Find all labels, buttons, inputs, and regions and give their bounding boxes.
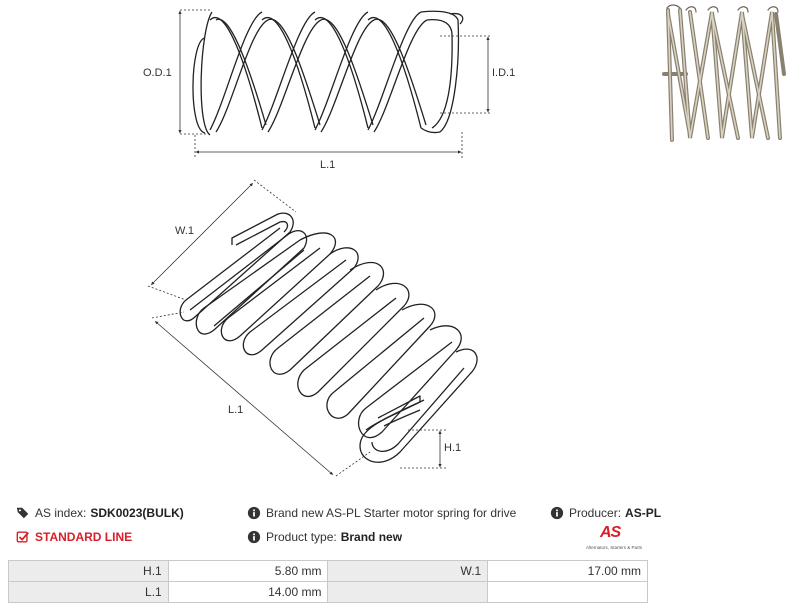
standard-line-text: STANDARD LINE bbox=[35, 530, 133, 544]
table-row: H.1 5.80 mm W.1 17.00 mm bbox=[8, 560, 648, 582]
description-text: Brand new AS-PL Starter motor spring for… bbox=[266, 506, 517, 520]
product-info: AS index: SDK0023(BULK) Brand new AS-PL … bbox=[0, 500, 800, 560]
param-key: H.1 bbox=[8, 560, 169, 582]
product-type-value: Brand new bbox=[340, 530, 403, 544]
id-label: I.D.1 bbox=[492, 67, 515, 79]
param-key: L.1 bbox=[8, 581, 169, 603]
spring-photo bbox=[662, 4, 786, 142]
iso-length-label: L.1 bbox=[228, 404, 243, 416]
description: Brand new AS-PL Starter motor spring for… bbox=[247, 506, 516, 520]
spring-diagram: O.D.1 I.D.1 L.1 bbox=[143, 4, 786, 477]
param-key: W.1 bbox=[327, 560, 489, 582]
producer-label: Producer: bbox=[569, 506, 622, 520]
iso-width-label: W.1 bbox=[175, 225, 194, 237]
iso-dimensions bbox=[147, 179, 446, 477]
producer: Producer: AS-PL bbox=[550, 506, 661, 520]
table-row: L.1 14.00 mm bbox=[8, 581, 648, 603]
logo-mark: AS bbox=[600, 524, 621, 541]
info-icon bbox=[247, 530, 261, 544]
iso-height-label: H.1 bbox=[444, 442, 461, 454]
product-type: Product type: Brand new bbox=[247, 530, 402, 544]
parameters-table: H.1 5.80 mm W.1 17.00 mm L.1 14.00 mm bbox=[8, 560, 648, 603]
param-key bbox=[327, 581, 489, 603]
tags-icon bbox=[16, 507, 29, 519]
spring-top-view bbox=[192, 10, 464, 136]
producer-value: AS-PL bbox=[625, 506, 662, 520]
as-index-value: SDK0023(BULK) bbox=[90, 506, 184, 520]
info-icon bbox=[247, 506, 261, 520]
param-value: 5.80 mm bbox=[167, 560, 329, 582]
param-value: 17.00 mm bbox=[487, 560, 648, 582]
od-label: O.D.1 bbox=[143, 67, 172, 79]
as-index: AS index: SDK0023(BULK) bbox=[16, 506, 184, 520]
standard-line-badge: STANDARD LINE bbox=[16, 530, 132, 544]
as-pl-logo: AS Alternators, Starters & Parts bbox=[586, 524, 650, 552]
as-index-label: AS index: bbox=[35, 506, 87, 520]
top-dimensions bbox=[178, 9, 490, 158]
top-length-label: L.1 bbox=[320, 159, 335, 171]
spring-iso-view bbox=[179, 212, 478, 463]
check-square-icon bbox=[16, 531, 29, 543]
info-icon bbox=[550, 506, 564, 520]
logo-tagline: Alternators, Starters & Parts bbox=[586, 545, 643, 550]
product-type-label: Product type: bbox=[266, 530, 337, 544]
technical-drawing: O.D.1 I.D.1 L.1 bbox=[143, 4, 786, 477]
param-value: 14.00 mm bbox=[167, 581, 329, 603]
param-value bbox=[487, 581, 648, 603]
